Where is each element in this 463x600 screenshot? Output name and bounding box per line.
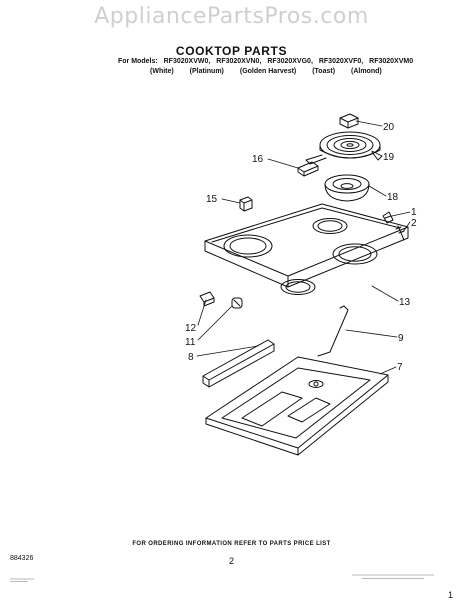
callout-12: 12 bbox=[185, 323, 197, 334]
colors-row: (White) (Platinum) (Golden Harvest) (Toa… bbox=[150, 68, 396, 75]
part-13-cooktop bbox=[204, 203, 409, 295]
callout-9: 9 bbox=[398, 333, 404, 344]
part-9-support-rod bbox=[317, 305, 349, 357]
callout-8: 8 bbox=[188, 352, 194, 363]
page-number: 2 bbox=[228, 556, 234, 566]
model-color: (White) bbox=[150, 68, 174, 75]
ordering-info-note: FOR ORDERING INFORMATION REFER TO PARTS … bbox=[132, 541, 331, 547]
model-number: RF3020XVG0, bbox=[267, 58, 313, 65]
model-number: RF3020XVM0 bbox=[369, 58, 414, 65]
models-label: For Models: bbox=[118, 58, 158, 65]
fine-print-mark bbox=[10, 577, 40, 583]
callout-11: 11 bbox=[185, 337, 196, 348]
callout-13: 13 bbox=[399, 297, 411, 308]
part-16-terminal-block bbox=[297, 161, 319, 177]
callout-16: 16 bbox=[252, 154, 264, 165]
part-15-clip bbox=[239, 196, 253, 212]
model-number: RF3020XVW0, bbox=[163, 58, 211, 65]
callout-19: 19 bbox=[383, 152, 395, 163]
leader-lines bbox=[196, 120, 411, 375]
part-11-12-hinge bbox=[199, 291, 243, 309]
fine-print-mark bbox=[352, 573, 437, 581]
callout-20: 20 bbox=[383, 122, 395, 133]
watermark: AppliancePartsPros.com bbox=[94, 4, 369, 29]
callout-7: 7 bbox=[397, 362, 403, 373]
model-color: (Almond) bbox=[350, 68, 382, 75]
corner-number: 1 bbox=[448, 590, 454, 600]
document-code: 884326 bbox=[10, 555, 34, 562]
model-number: RF3020XVN0, bbox=[216, 58, 262, 65]
part-7-burner-box bbox=[205, 356, 389, 456]
page-title: COOKTOP PARTS bbox=[175, 44, 288, 58]
part-20-cap bbox=[339, 113, 359, 129]
model-color: (Platinum) bbox=[189, 68, 224, 75]
callout-1: 1 bbox=[411, 207, 417, 218]
part-8-front-trim bbox=[202, 339, 275, 388]
part-18-drip-bowl bbox=[324, 174, 370, 202]
model-color: (Golden Harvest) bbox=[239, 68, 297, 75]
callout-15: 15 bbox=[206, 194, 218, 205]
model-number: RF3020XVF0, bbox=[318, 58, 364, 65]
models-row: For Models: RF3020XVW0, RF3020XVN0, RF30… bbox=[118, 58, 417, 65]
part-19-surface-element bbox=[305, 131, 383, 165]
callout-2: 2 bbox=[411, 218, 417, 229]
callout-18: 18 bbox=[387, 192, 399, 203]
model-color: (Toast) bbox=[312, 68, 336, 75]
